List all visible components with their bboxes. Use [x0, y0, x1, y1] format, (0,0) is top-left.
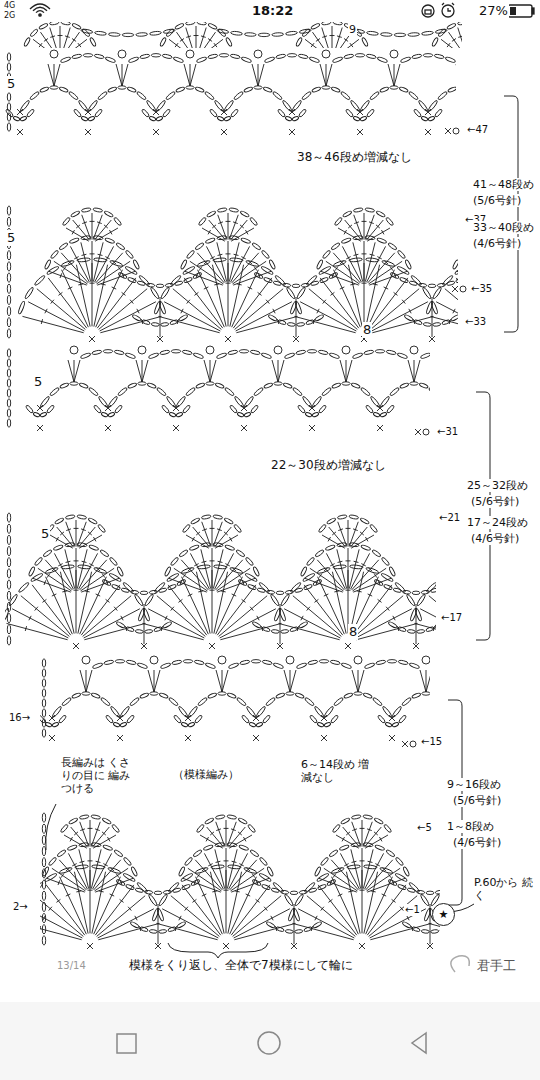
row-number: ←33 — [464, 316, 487, 328]
status-text: 18:22 — [251, 3, 294, 19]
note: （模様編み） — [172, 768, 240, 781]
callout-number: 5 — [33, 374, 43, 390]
note: (5/6号針) — [472, 194, 522, 207]
row-number: 16→ — [8, 712, 31, 724]
note: (4/6号針) — [452, 836, 502, 849]
row-number: ←21 — [438, 512, 461, 524]
watermark-logo — [451, 956, 469, 972]
status-text: 4G — [3, 1, 16, 11]
note: 長編みは くさりの目に 編みつける — [60, 756, 134, 796]
note: 25～32段め — [466, 479, 529, 492]
node-text: ★ — [439, 908, 449, 921]
status-text: 2G — [3, 11, 16, 21]
note: (4/6号針) — [470, 532, 520, 545]
row-number: ←47 — [466, 124, 489, 136]
callout-number: 5 — [6, 76, 16, 92]
note: (5/6号針) — [470, 495, 520, 508]
stitch-chart — [2, 20, 540, 949]
row-number: 2→ — [12, 901, 29, 913]
note: 6～14段め 増減なし — [300, 758, 374, 784]
row-start-marks — [402, 128, 466, 747]
row-number: ←5 — [416, 822, 433, 834]
status-text: 27% — [478, 3, 509, 19]
row-number: ←17 — [440, 612, 463, 624]
callout-number: 8 — [348, 624, 358, 640]
note: (5/6号針) — [452, 794, 502, 807]
note: P.60から 続く — [473, 876, 537, 902]
callout-number: 5 — [6, 230, 16, 246]
repeat-brace — [168, 943, 268, 958]
row-number: ←31 — [436, 426, 459, 438]
row-number: ←15 — [420, 736, 443, 748]
note: 1～8段め — [446, 820, 495, 833]
note: 22～30段め増減なし — [270, 458, 387, 472]
page-counter: 13/14 — [56, 960, 87, 972]
note: 模様をくり返し、全体で7模様にして輪に — [128, 958, 354, 972]
row-number: ←1 — [404, 904, 421, 916]
status-bar — [0, 0, 540, 22]
start-mark: ★ — [432, 903, 455, 926]
watermark: 君手工 — [476, 958, 517, 974]
note: (4/6号針) — [472, 237, 522, 250]
note: 38～46段め増減なし — [296, 150, 413, 164]
note: 17～24段め — [466, 516, 529, 529]
callout-number: 8 — [362, 322, 372, 338]
leader-line — [46, 804, 56, 850]
nav-bar — [0, 1002, 540, 1080]
note: 33～40段め — [472, 221, 535, 234]
callout-number: 9 — [348, 23, 357, 36]
row-number: ←35 — [470, 283, 493, 295]
note: 41～48段め — [472, 178, 535, 191]
callout-number: 5 — [40, 526, 50, 542]
nav-icons — [117, 1032, 426, 1054]
note: 9～16段め — [446, 778, 502, 791]
